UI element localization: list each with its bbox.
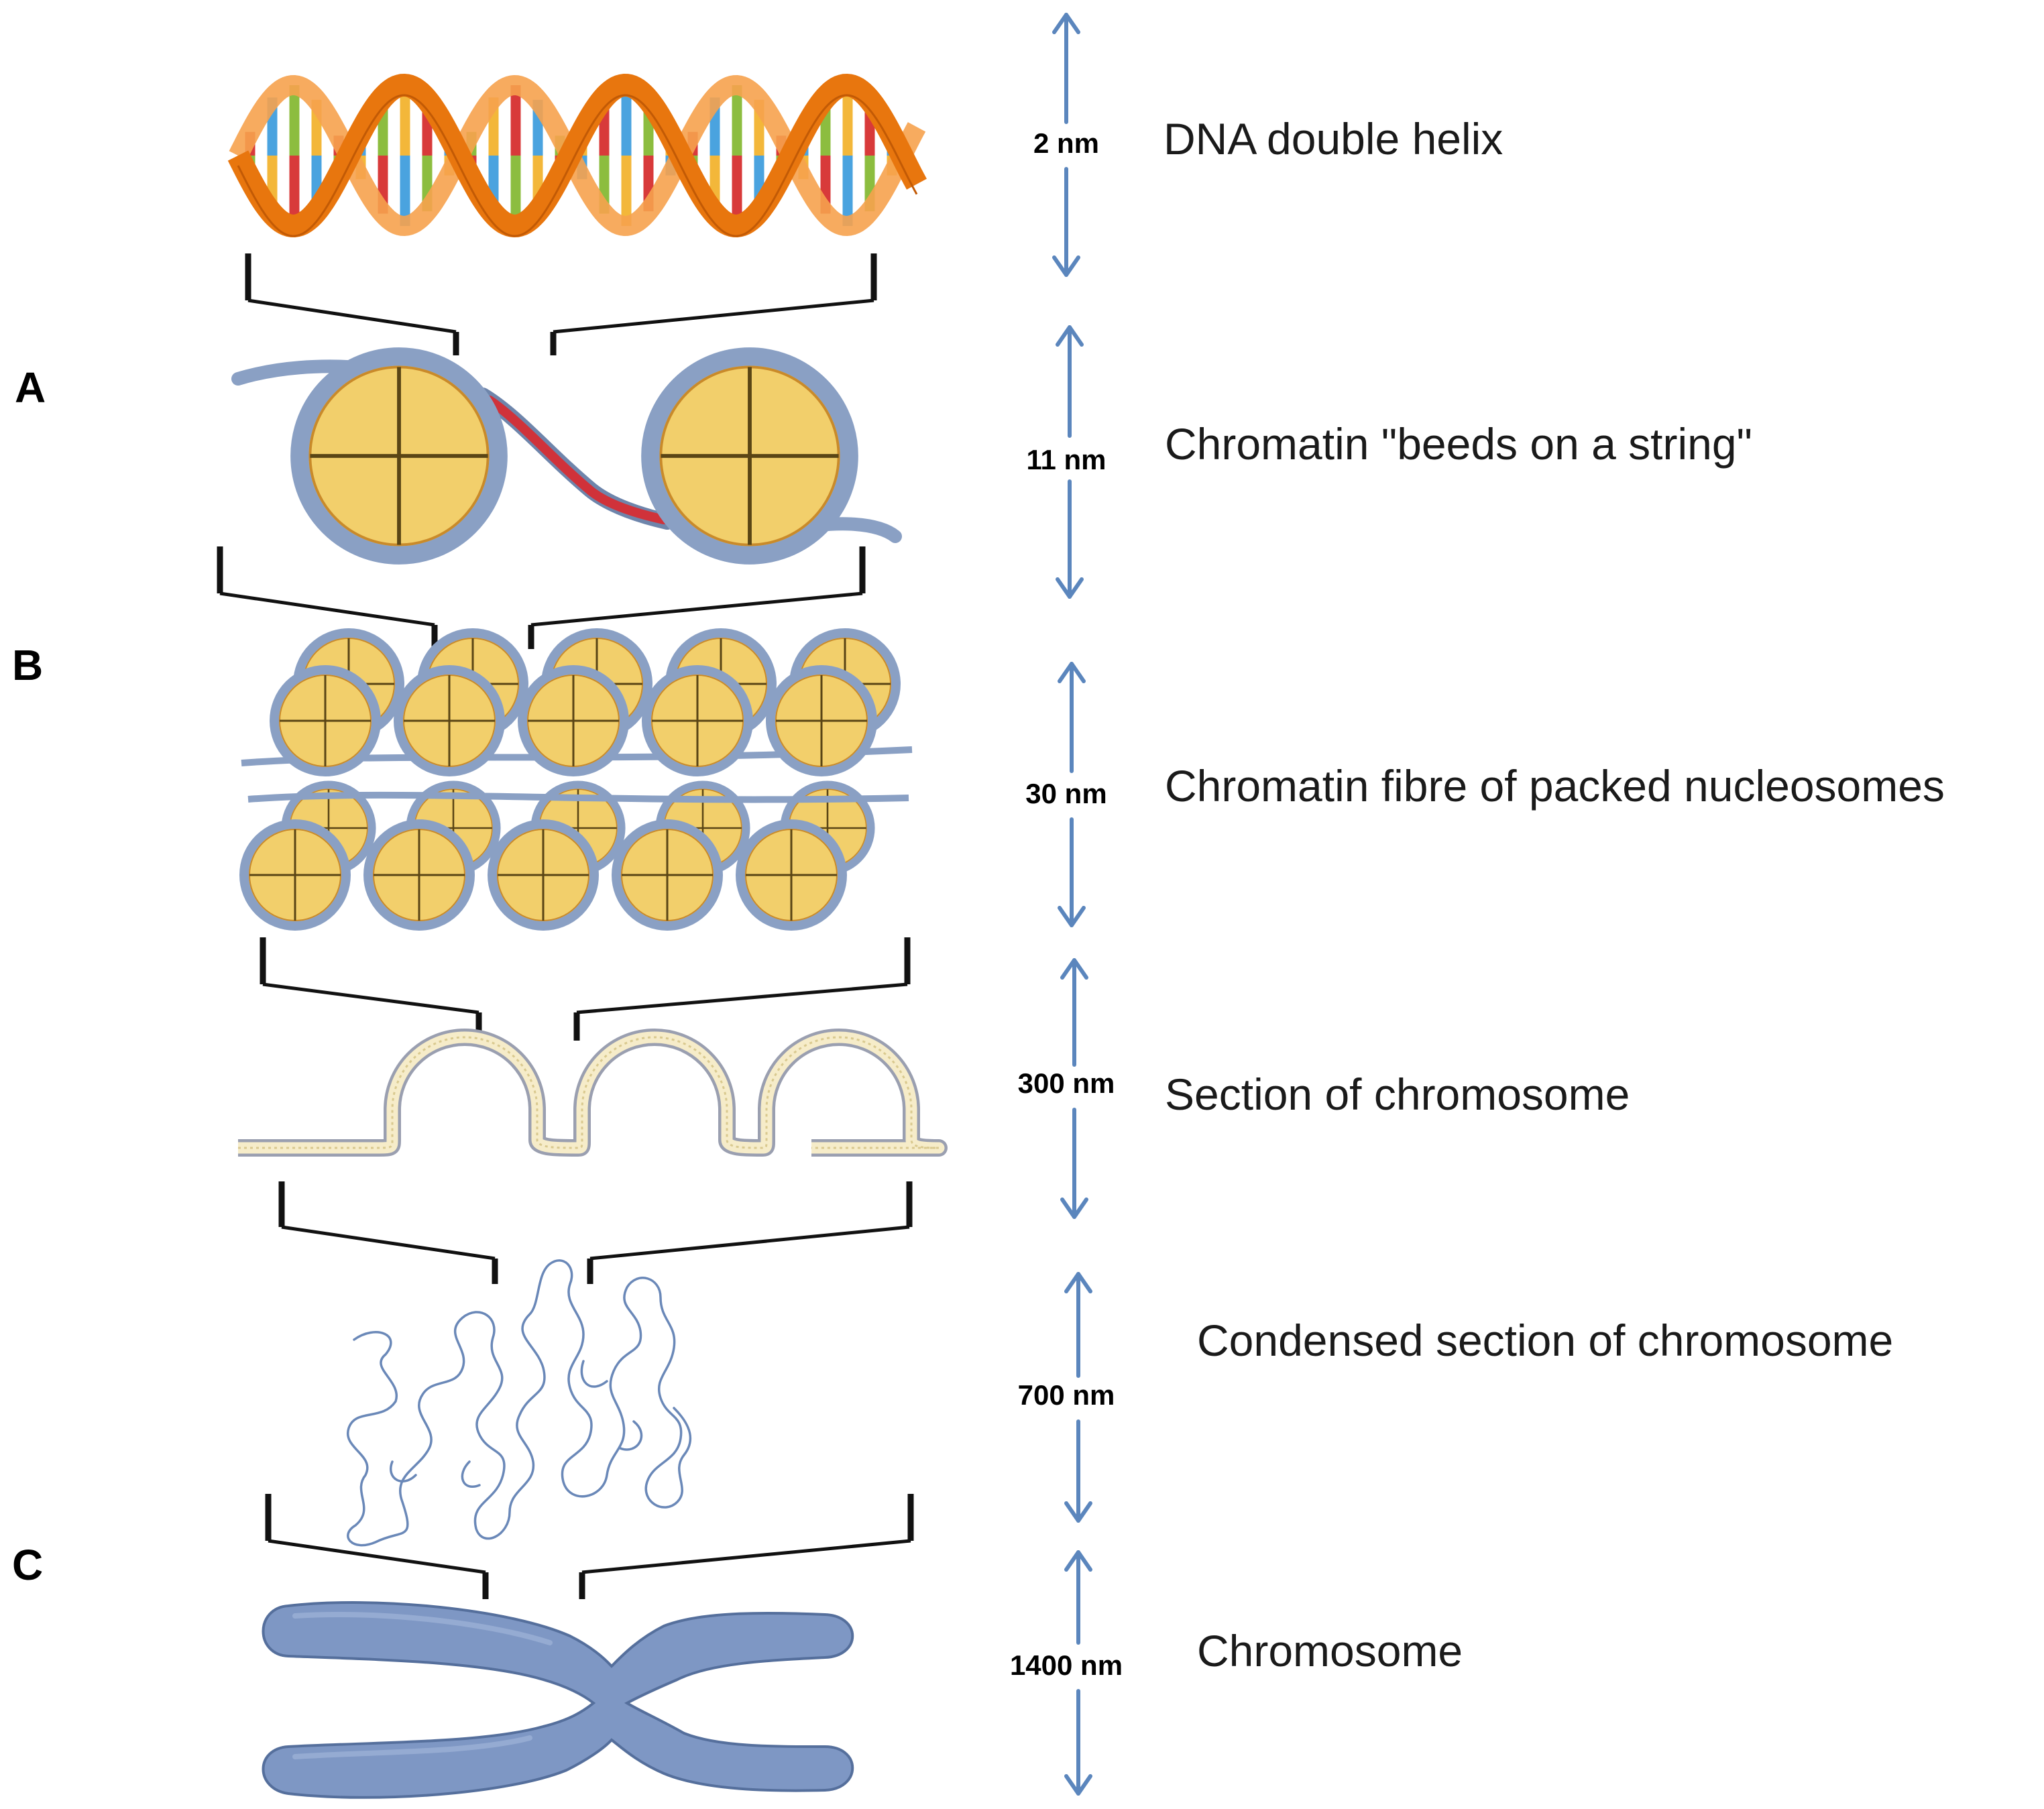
label-chromosome: Chromosome	[1197, 1626, 1463, 1676]
label-beads-on-string: Chromatin "beeds on a string"	[1165, 419, 1752, 469]
zoom-bracket-1	[245, 253, 877, 355]
level-letter-b: B	[12, 641, 43, 689]
chromosome-icon	[262, 1601, 854, 1799]
scale-label-300nm: 300 nm	[1018, 1067, 1115, 1099]
scale-label-700nm: 700 nm	[1018, 1379, 1115, 1411]
level-letter-a: A	[15, 363, 46, 412]
nucleosome-icon	[231, 357, 902, 555]
chromosome-loops-icon	[238, 1029, 948, 1157]
label-dna-double-helix: DNA double helix	[1163, 114, 1503, 164]
chromatin-fibre-icon	[241, 633, 913, 926]
scale-label-11nm: 11 nm	[1026, 444, 1106, 475]
label-section-of-chromosome: Section of chromosome	[1165, 1069, 1630, 1119]
scale-arrows	[1052, 13, 1092, 1796]
dna-double-helix-icon	[227, 73, 927, 238]
condensed-chromatin-icon	[346, 1259, 692, 1547]
zoom-bracket-4	[278, 1181, 913, 1284]
scale-label-1400nm: 1400 nm	[1010, 1649, 1123, 1681]
label-chromatin-fibre: Chromatin fibre of packed nucleosomes	[1165, 761, 1945, 811]
scale-label-30nm: 30 nm	[1025, 778, 1106, 809]
zoom-bracket-5	[265, 1494, 914, 1599]
scale-label-2nm: 2 nm	[1033, 127, 1099, 159]
level-letter-c: C	[12, 1541, 43, 1589]
zoom-bracket-3	[260, 937, 911, 1041]
label-condensed-section: Condensed section of chromosome	[1197, 1316, 1893, 1365]
